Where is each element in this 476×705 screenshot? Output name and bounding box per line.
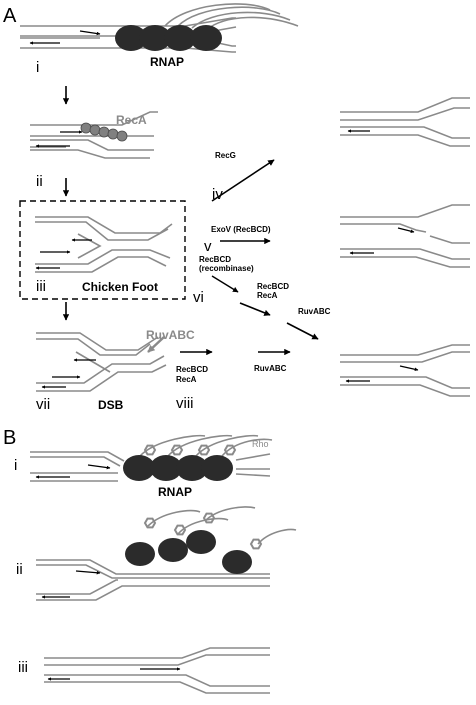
panel-label-b: B xyxy=(3,427,16,449)
rnap-b-ii xyxy=(125,530,252,574)
chicken-foot-box xyxy=(19,200,186,300)
exov-label: ExoV (RecBCD) xyxy=(211,225,271,234)
reca-label: RecA xyxy=(116,113,147,127)
rnap-label-b: RNAP xyxy=(158,485,192,499)
ruvabc-low-label: RuvABC xyxy=(254,364,287,373)
strand-arrows-a-ii xyxy=(35,130,83,148)
fork-b-iii xyxy=(44,647,270,694)
reca-filament xyxy=(80,122,128,142)
strand-arrows-b-iii xyxy=(47,667,181,681)
strand-arrows-outcome-v xyxy=(349,227,415,255)
recbcd-reca-mid-label: RecBCD RecA xyxy=(257,282,291,300)
step-b-iii: iii xyxy=(18,659,28,676)
step-a-iii: iii xyxy=(36,278,46,295)
strand-arrows-a-i xyxy=(29,30,101,45)
step-a-v: v xyxy=(204,238,212,255)
rnap-a-i xyxy=(115,25,222,51)
step-b-i: i xyxy=(14,457,17,474)
strand-arrows-outcome-vi xyxy=(345,365,419,383)
fork-a-i xyxy=(20,3,299,53)
step-a-iv: iv xyxy=(212,186,223,203)
recbcd-recombinase-label: RecBCD (recombinase) xyxy=(199,255,254,273)
arrow-ruvabc-mid xyxy=(286,322,319,340)
step-a-i: i xyxy=(36,59,39,76)
ruvabc-pointer-arrow xyxy=(147,336,165,353)
ruvabc-gray-label: RuvABC xyxy=(146,328,195,342)
recbcd-reca-low-label: RecBCD RecA xyxy=(176,365,210,384)
ruvabc-mid-label: RuvABC xyxy=(298,307,331,316)
step-a-vi: vi xyxy=(193,289,204,306)
rho-label: Rho xyxy=(252,439,269,449)
step-a-ii: ii xyxy=(36,173,43,190)
fork-outcome-iv xyxy=(340,97,470,147)
chicken-foot-label: Chicken Foot xyxy=(82,280,158,294)
dsb-label: DSB xyxy=(98,398,124,412)
fork-outcome-vi xyxy=(340,344,470,397)
rnap-label-a: RNAP xyxy=(150,55,184,69)
strand-arrows-b-ii xyxy=(41,570,101,599)
strand-arrows-a-vii xyxy=(41,358,96,389)
rho-hexamers-b-i xyxy=(144,444,236,456)
fork-a-iii xyxy=(35,216,173,273)
strand-arrows-b-i xyxy=(35,464,111,479)
arrow-recombinase xyxy=(211,275,239,293)
panel-label-a: A xyxy=(3,5,17,27)
step-a-vii: vii xyxy=(36,396,50,413)
step-b-ii: ii xyxy=(16,561,23,578)
recg-label: RecG xyxy=(215,151,236,160)
fork-outcome-v xyxy=(340,204,470,268)
step-a-viii: viii xyxy=(176,395,194,412)
arrow-recg xyxy=(211,159,275,202)
fork-a-vii xyxy=(36,332,167,392)
strand-arrows-a-iii xyxy=(35,238,92,270)
arrow-recbcd-reca-mid xyxy=(239,302,271,316)
rnap-b-i xyxy=(123,455,233,481)
